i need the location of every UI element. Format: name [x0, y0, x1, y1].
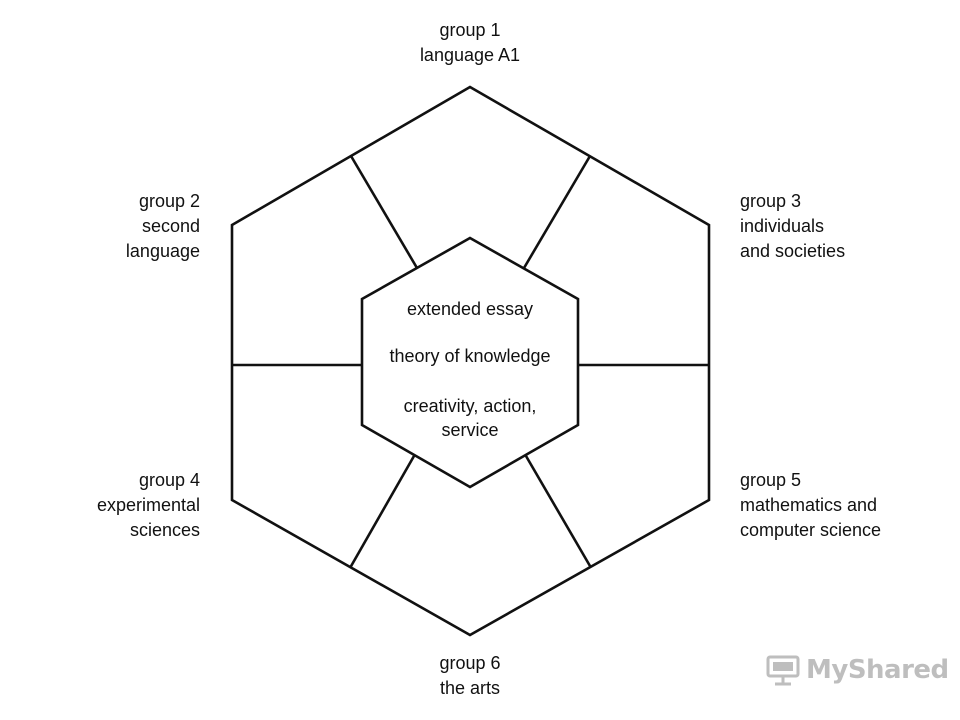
group-4-label: group 4 experimental sciences — [20, 468, 200, 543]
inner-hexagon — [360, 236, 580, 489]
group-5-label: group 5 mathematics and computer science — [740, 468, 950, 543]
connector-bottom-right — [524, 455, 592, 567]
connector-bottom-left — [348, 455, 416, 569]
group-6-subject: the arts — [439, 678, 501, 698]
group-3-subject-line1: individuals — [740, 216, 825, 236]
core-item-2: theory of knowledge — [389, 346, 551, 366]
core-cas: creativity, action, service — [360, 394, 580, 442]
outer-hexagon — [230, 85, 711, 637]
group-2-label: group 2 second language — [20, 189, 200, 264]
group-4-subject-line1: experimental — [96, 495, 200, 515]
group-1-label: group 1 language A1 — [370, 18, 570, 68]
group-1-title: group 1 — [439, 20, 501, 40]
group-4-title: group 4 — [138, 470, 200, 490]
group-5-subject-line2: computer science — [740, 520, 882, 540]
group-3-label: group 3 individuals and societies — [740, 189, 950, 264]
core-item-1: extended essay — [406, 299, 534, 319]
core-theory-of-knowledge: theory of knowledge — [360, 344, 580, 368]
connector-top-right — [522, 155, 592, 269]
core-item-3-line1: creativity, action, — [403, 396, 537, 416]
group-4-subject-line2: sciences — [129, 520, 200, 540]
group-6-title: group 6 — [439, 653, 501, 673]
group-1-subject: language A1 — [419, 45, 521, 65]
presentation-icon — [766, 655, 800, 686]
watermark-logo: MyShared — [766, 654, 949, 686]
group-2-title: group 2 — [138, 191, 200, 211]
group-5-subject-line1: mathematics and — [740, 495, 878, 515]
group-5-title: group 5 — [740, 470, 802, 490]
group-6-label: group 6 the arts — [370, 651, 570, 701]
core-extended-essay: extended essay — [360, 297, 580, 321]
group-2-subject-line2: language — [125, 241, 200, 261]
group-2-subject-line1: second — [141, 216, 200, 236]
group-3-title: group 3 — [740, 191, 802, 211]
group-3-subject-line2: and societies — [740, 241, 846, 261]
core-item-3-line2: service — [441, 420, 499, 440]
connector-top-left — [349, 155, 419, 269]
watermark-text: MyShared — [806, 655, 949, 685]
